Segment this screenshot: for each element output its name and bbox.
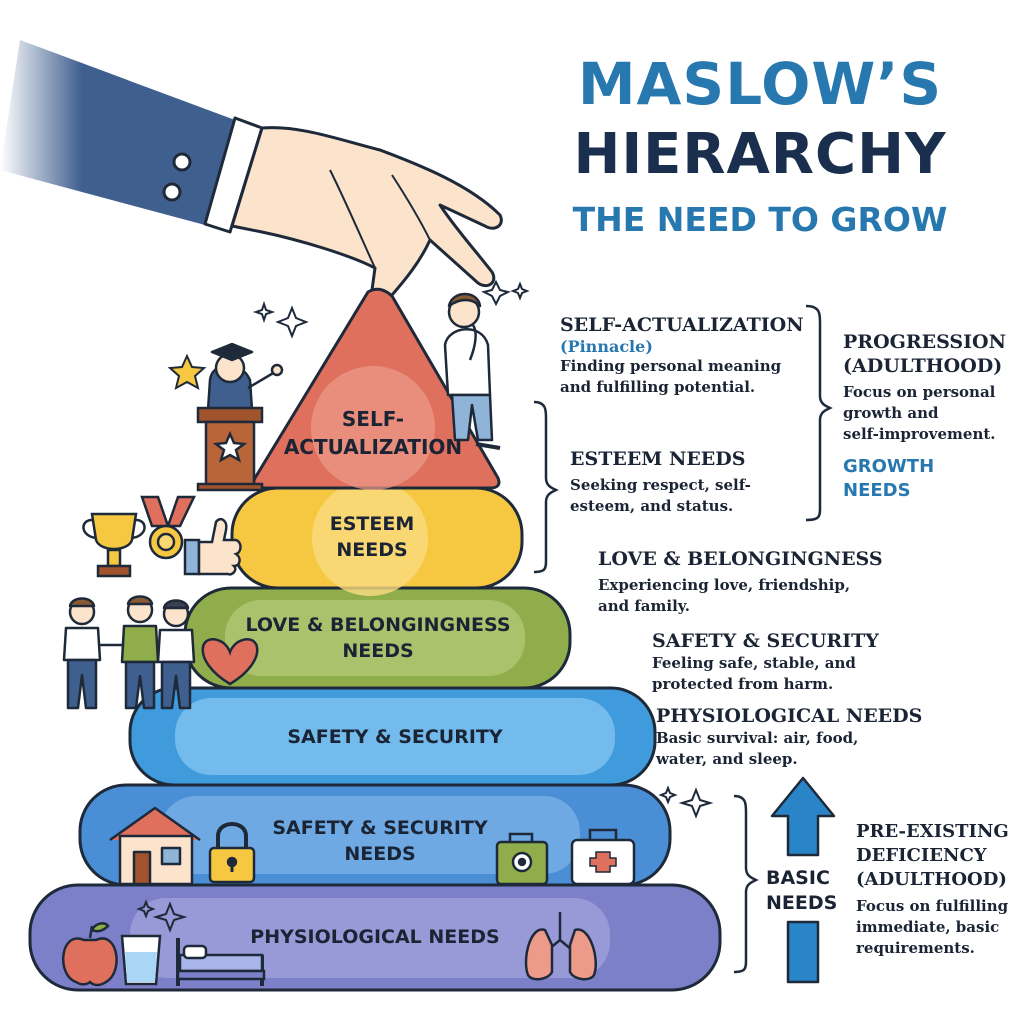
- basic-heading: PRE-EXISTING DEFICIENCY (ADULTHOOD): [856, 820, 1021, 892]
- basic-group: PRE-EXISTING DEFICIENCY (ADULTHOOD) Focu…: [856, 820, 1021, 959]
- water-glass-icon: [122, 936, 160, 984]
- desc-esteem: ESTEEM NEEDS Seeking respect, self- este…: [570, 447, 751, 517]
- desc-sub: (Pinnacle): [560, 337, 804, 356]
- desc-body: Finding personal meaning and fulfilling …: [560, 356, 804, 398]
- friends-icon: [64, 597, 194, 709]
- growth-body: Focus on personal growth and self-improv…: [843, 382, 1018, 445]
- desc-heading: ESTEEM NEEDS: [570, 447, 751, 471]
- desc-heading: LOVE & BELONGINGNESS: [598, 547, 883, 571]
- graduate-icon: [208, 344, 282, 410]
- subtitle: THE NEED TO GROW: [550, 200, 970, 239]
- desc-body: Seeking respect, self- esteem, and statu…: [570, 475, 751, 517]
- desc-body: Experiencing love, friendship, and famil…: [598, 575, 883, 617]
- podium-icon: [198, 408, 262, 490]
- physiological-label: PHYSIOLOGICAL NEEDS: [180, 924, 570, 950]
- desc-heading: SELF-ACTUALIZATION: [560, 313, 804, 337]
- safety-needs-label: SAFETY & SECURITY NEEDS: [230, 815, 530, 867]
- esteem-label: ESTEEM NEEDS: [282, 511, 462, 563]
- apex-label: SELF- ACTUALIZATION: [268, 405, 478, 461]
- growth-group: PROGRESSION (ADULTHOOD) Focus on persona…: [843, 330, 1018, 503]
- desc-safety: SAFETY & SECURITY Feeling safe, stable, …: [652, 629, 879, 695]
- hand-icon: [0, 40, 501, 300]
- desc-self-actualization: SELF-ACTUALIZATION (Pinnacle) Finding pe…: [560, 313, 804, 398]
- title-line-1: MASLOW’S: [560, 50, 960, 118]
- growth-heading: PROGRESSION (ADULTHOOD): [843, 330, 1018, 378]
- safety-label: SAFETY & SECURITY: [170, 724, 620, 750]
- desc-body: Feeling safe, stable, and protected from…: [652, 653, 879, 695]
- desc-body: Basic survival: air, food, water, and sl…: [656, 728, 922, 770]
- growth-tag: GROWTH NEEDS: [843, 455, 1018, 503]
- title-line-2: HIERARCHY: [550, 122, 970, 187]
- basic-body: Focus on fulfilling immediate, basic req…: [856, 896, 1021, 959]
- love-label: LOVE & BELONGINGNESS NEEDS: [200, 612, 556, 664]
- desc-love: LOVE & BELONGINGNESS Experiencing love, …: [598, 547, 883, 617]
- trophy-icon: [83, 514, 144, 576]
- star-icon: [170, 356, 204, 388]
- desc-heading: SAFETY & SECURITY: [652, 629, 879, 653]
- basic-tag: BASIC NEEDS: [766, 866, 837, 916]
- desc-heading: PHYSIOLOGICAL NEEDS: [656, 704, 922, 728]
- desc-physiological: PHYSIOLOGICAL NEEDS Basic survival: air,…: [656, 704, 922, 770]
